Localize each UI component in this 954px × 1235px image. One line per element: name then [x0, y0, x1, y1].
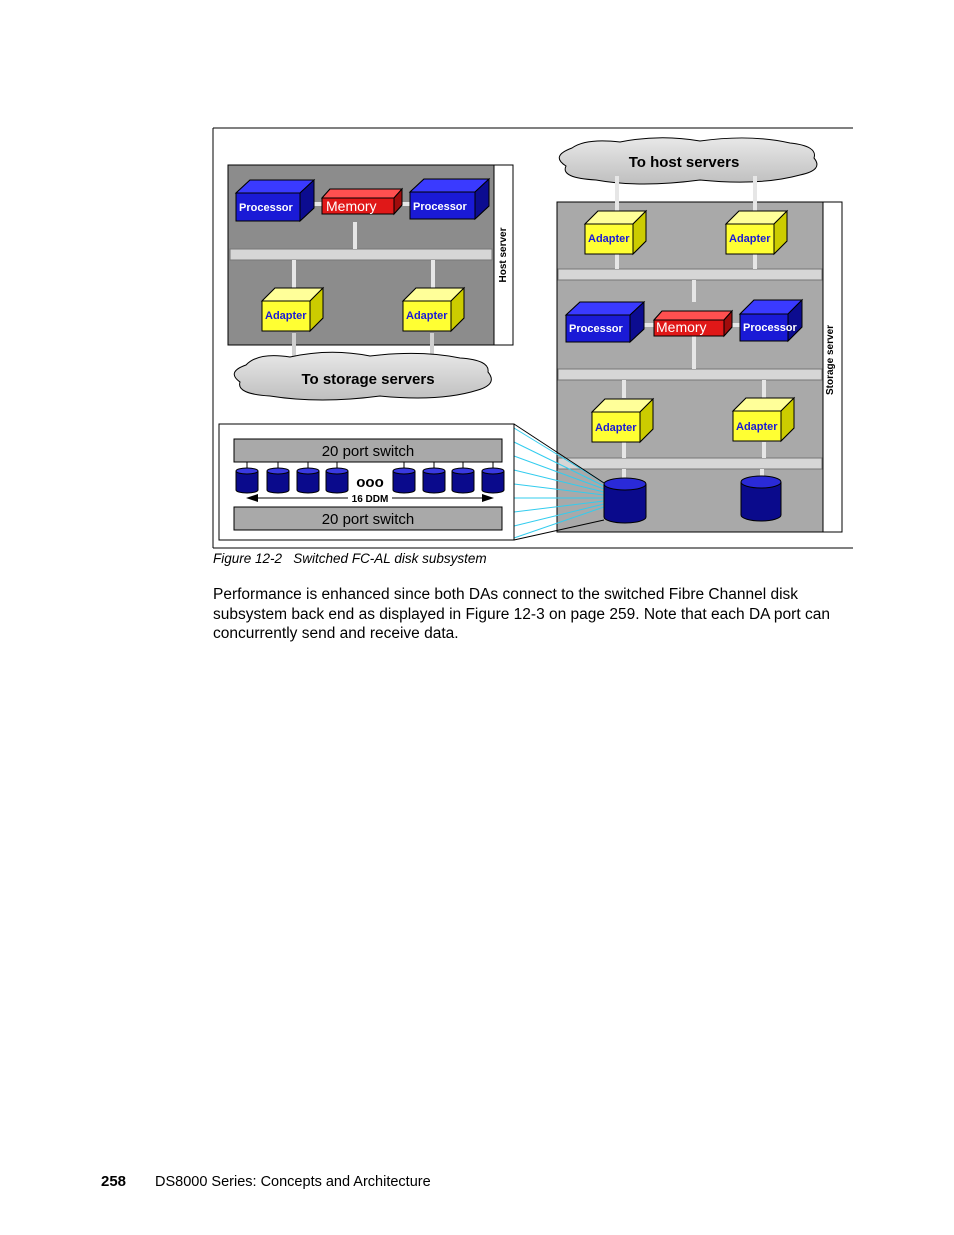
host-server: Host server Processor Memory Proc — [227, 164, 514, 358]
storage-server-label: Storage server — [825, 325, 836, 395]
ddm-disk — [392, 462, 416, 494]
svg-text:Processor: Processor — [743, 322, 798, 334]
storage-processor-left: Processor — [564, 300, 646, 344]
ddm-disk — [422, 462, 446, 494]
cloud-to-host-servers: To host servers — [558, 137, 818, 185]
storage-adapter-bottom-right: Adapter — [731, 396, 796, 443]
svg-text:Adapter: Adapter — [736, 421, 778, 433]
storage-disk-right — [740, 475, 782, 522]
ddm-disk — [235, 462, 259, 494]
svg-text:Memory: Memory — [326, 198, 377, 214]
host-server-label: Host server — [498, 227, 509, 282]
ddm-disk — [296, 462, 320, 494]
storage-processor-right: Processor — [738, 298, 804, 343]
figure-caption: Figure 12-2 Switched FC-AL disk subsyste… — [213, 551, 487, 566]
svg-text:Adapter: Adapter — [406, 310, 448, 322]
ddm-disk — [481, 462, 505, 494]
storage-adapter-top-right: Adapter — [724, 209, 789, 256]
storage-memory: Memory — [652, 309, 734, 338]
switch-bottom-label: 20 port switch — [322, 511, 415, 528]
page-number: 258 — [101, 1173, 127, 1190]
ddm-disk — [325, 462, 349, 494]
switched-disk-enclosure: 20 port switch 20 port switch ooo 16 DDM — [218, 423, 515, 541]
storage-adapter-top-left: Adapter — [583, 209, 648, 256]
host-adapter-right: Adapter — [401, 286, 466, 333]
storage-server: Storage server Adapter Adapt — [556, 176, 843, 533]
host-processor-left: Processor — [234, 178, 316, 223]
svg-text:To host servers: To host servers — [629, 154, 740, 171]
cloud-to-storage-servers: To storage servers — [233, 351, 492, 401]
svg-text:Adapter: Adapter — [265, 310, 307, 322]
ddm-disk — [451, 462, 475, 494]
host-processor-right: Processor — [408, 177, 491, 221]
ddm-count-label: 16 DDM — [352, 494, 389, 505]
body-paragraph: Performance is enhanced since both DAs c… — [213, 586, 830, 642]
switch-top-label: 20 port switch — [322, 443, 415, 460]
host-memory: Memory — [320, 187, 404, 216]
storage-disk-left — [603, 477, 647, 524]
svg-text:Processor: Processor — [413, 201, 468, 213]
storage-adapter-bottom-left: Adapter — [590, 397, 655, 444]
svg-text:Adapter: Adapter — [595, 422, 637, 434]
ddm-ellipsis: ooo — [356, 474, 384, 491]
svg-text:Adapter: Adapter — [588, 233, 630, 245]
host-adapter-left: Adapter — [260, 286, 325, 333]
svg-text:Processor: Processor — [569, 323, 624, 335]
svg-text:Processor: Processor — [239, 202, 294, 214]
fc-fan-lines — [513, 427, 605, 539]
book-title: DS8000 Series: Concepts and Architecture — [155, 1174, 431, 1190]
ddm-disk — [266, 462, 290, 494]
svg-text:To storage servers: To storage servers — [301, 371, 434, 388]
svg-text:Memory: Memory — [656, 319, 707, 335]
svg-text:Adapter: Adapter — [729, 233, 771, 245]
fc-al-disk-subsystem-diagram: Host server Processor Memory Proc — [212, 127, 853, 549]
